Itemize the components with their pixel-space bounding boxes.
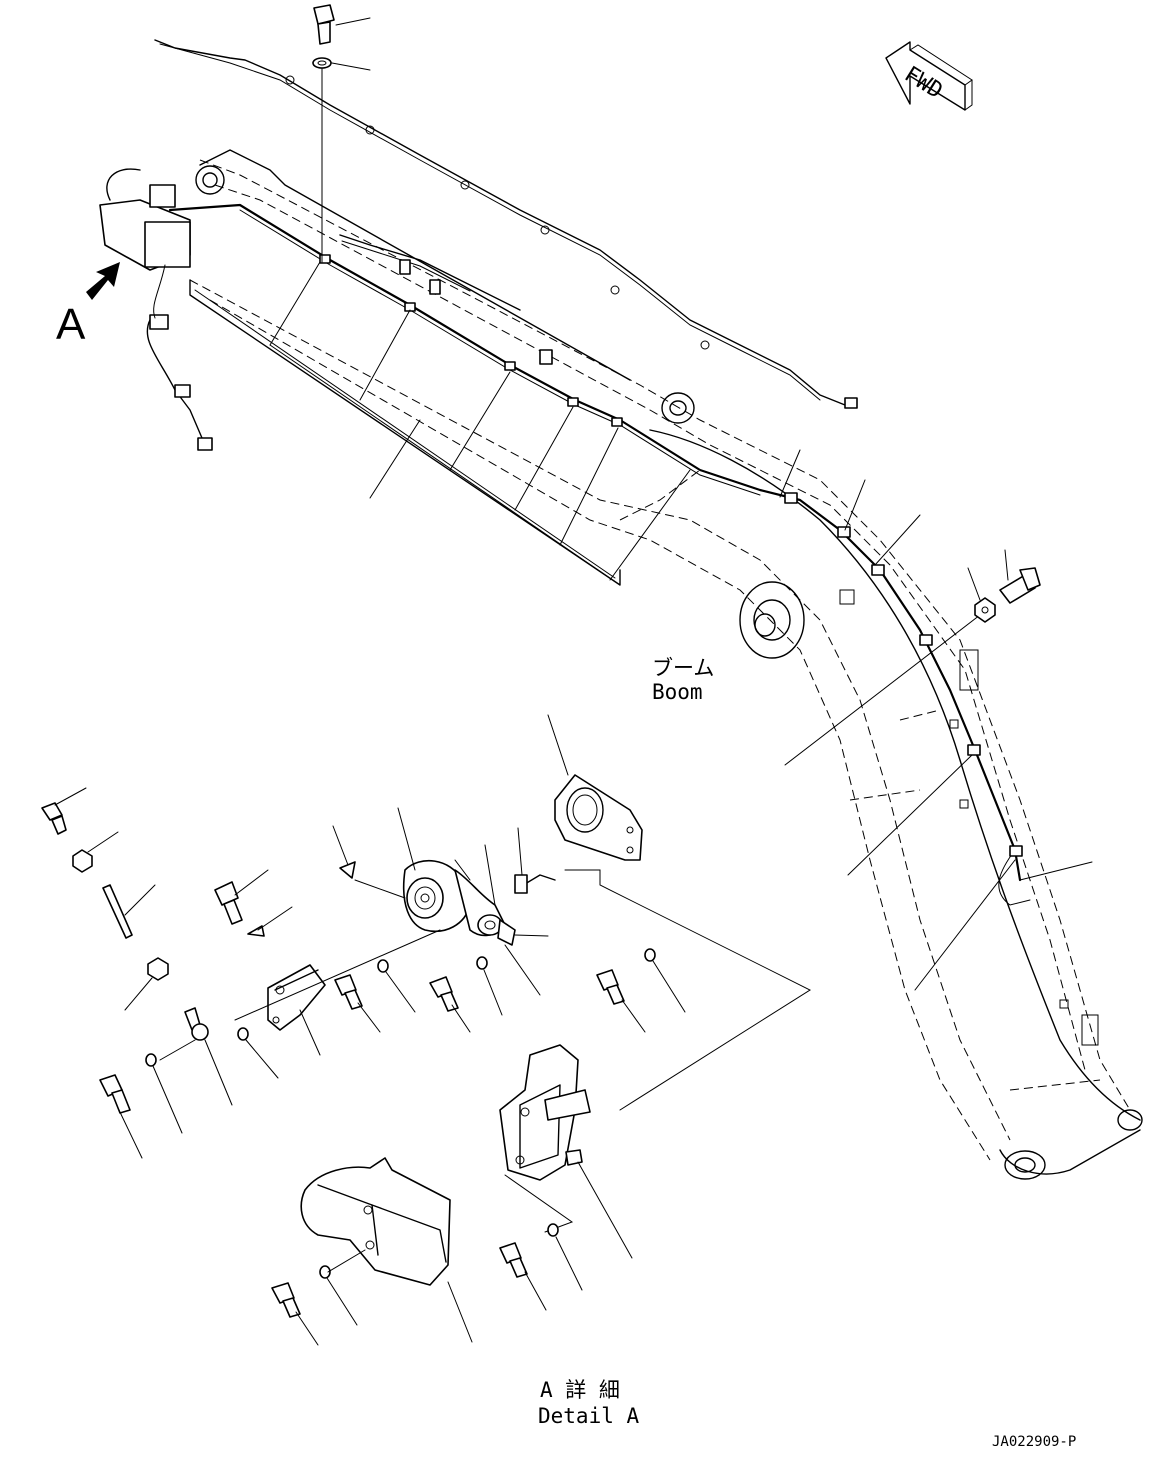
fwd-indicator: FWD [885,41,973,111]
wiring-harness [168,203,1099,1046]
drawing-code: JA022909-P [992,1434,1076,1450]
view-direction-arrow-icon [86,262,120,300]
boom-label-jp: ブーム [652,656,714,680]
detail-a-parts [41,714,812,1346]
leader-lines [269,261,1093,991]
forward-direction-arrow-icon [885,41,966,111]
detail-label-en: Detail A [538,1404,640,1428]
boom-label-en: Boom [652,680,703,704]
right-bolt-nut [967,549,1041,623]
view-marker-a: A [56,262,120,349]
view-marker-label: A [56,300,86,349]
top-bolt-group [312,4,371,263]
sensor-unit-assembly [99,168,213,451]
upper-line [154,39,858,409]
boom-structure [189,149,1143,1180]
detail-label-jp: A 詳 細 [540,1378,620,1402]
